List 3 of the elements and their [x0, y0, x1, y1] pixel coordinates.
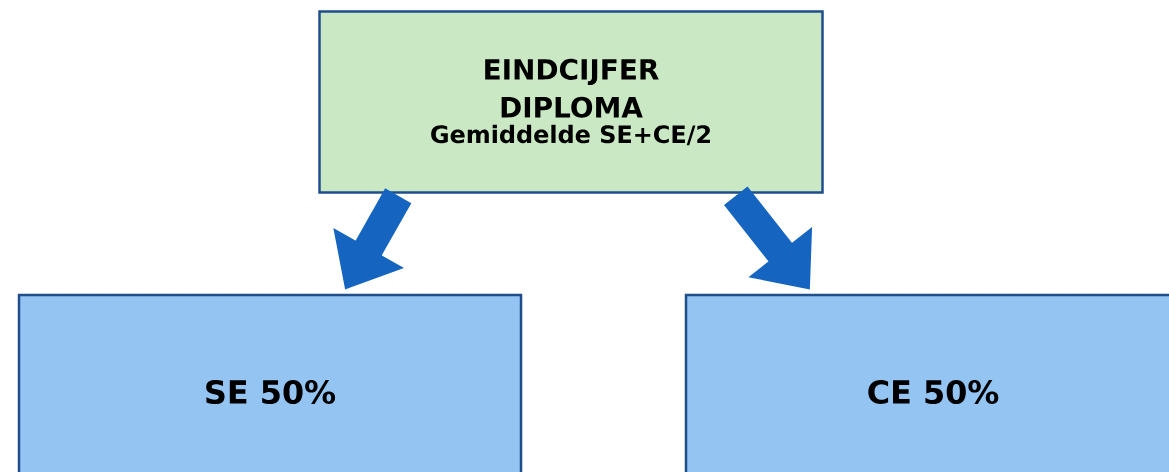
process-box: EINDCIJFER DIPLOMA Gemiddelde SE+CE/2 [318, 10, 824, 194]
process-box: SE 50% [17, 293, 523, 472]
process-box: CE 50% [684, 293, 1169, 472]
